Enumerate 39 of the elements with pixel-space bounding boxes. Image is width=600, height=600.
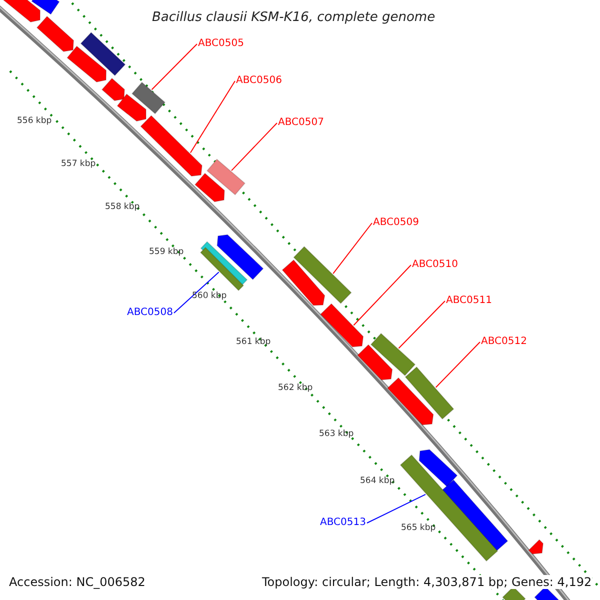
gene-bar — [131, 82, 166, 114]
gene-label: ABC0509 — [373, 218, 419, 228]
gene-bar — [404, 366, 454, 420]
leader-line — [151, 44, 198, 90]
gene-label: ABC0507 — [278, 118, 324, 128]
scale-label: 558 kbp — [105, 203, 140, 212]
gene-bar — [370, 332, 416, 376]
scale-label: 560 kbp — [192, 292, 227, 300]
leader-line — [231, 122, 278, 172]
gene-bar — [400, 454, 498, 562]
gene-label: ABC0513 — [320, 518, 366, 528]
leader-line — [398, 300, 446, 349]
gene-label: ABC0506 — [236, 76, 282, 86]
gene-label: ABC0510 — [412, 260, 458, 270]
scale-label: 561 kbp — [236, 338, 271, 346]
scale-label: 559 kbp — [149, 248, 184, 256]
gene-block — [320, 303, 364, 348]
gene-label: ABC0505 — [198, 39, 244, 49]
gene-block — [140, 114, 202, 177]
scale-label: 562 kbp — [278, 384, 313, 392]
title: Bacillus clausii KSM-K16, complete genome — [152, 11, 436, 24]
scale-label: 556 kbp — [17, 117, 52, 126]
leader-line — [435, 342, 480, 388]
gene-label: ABC0508 — [127, 308, 173, 318]
gene-bar — [293, 246, 352, 304]
leader-line — [173, 272, 220, 314]
scale-label: 563 kbp — [319, 430, 354, 438]
footer-text: Topology: circular; Length: 4,303,871 bp; Genes: 4,192 — [262, 575, 592, 589]
leader-line — [190, 80, 236, 154]
gene-label: ABC0511 — [446, 296, 492, 306]
leader-line — [366, 494, 426, 524]
leader-line — [332, 222, 372, 274]
gene-bar — [206, 158, 246, 196]
gene-label: ABC0512 — [481, 337, 527, 347]
gene-bar — [200, 246, 244, 292]
leader-line — [353, 264, 412, 326]
scale-label: 557 kbp — [61, 160, 96, 168]
scale-label: 565 kbp — [401, 524, 436, 532]
footer-text: Accession: NC_006582 — [9, 575, 146, 589]
